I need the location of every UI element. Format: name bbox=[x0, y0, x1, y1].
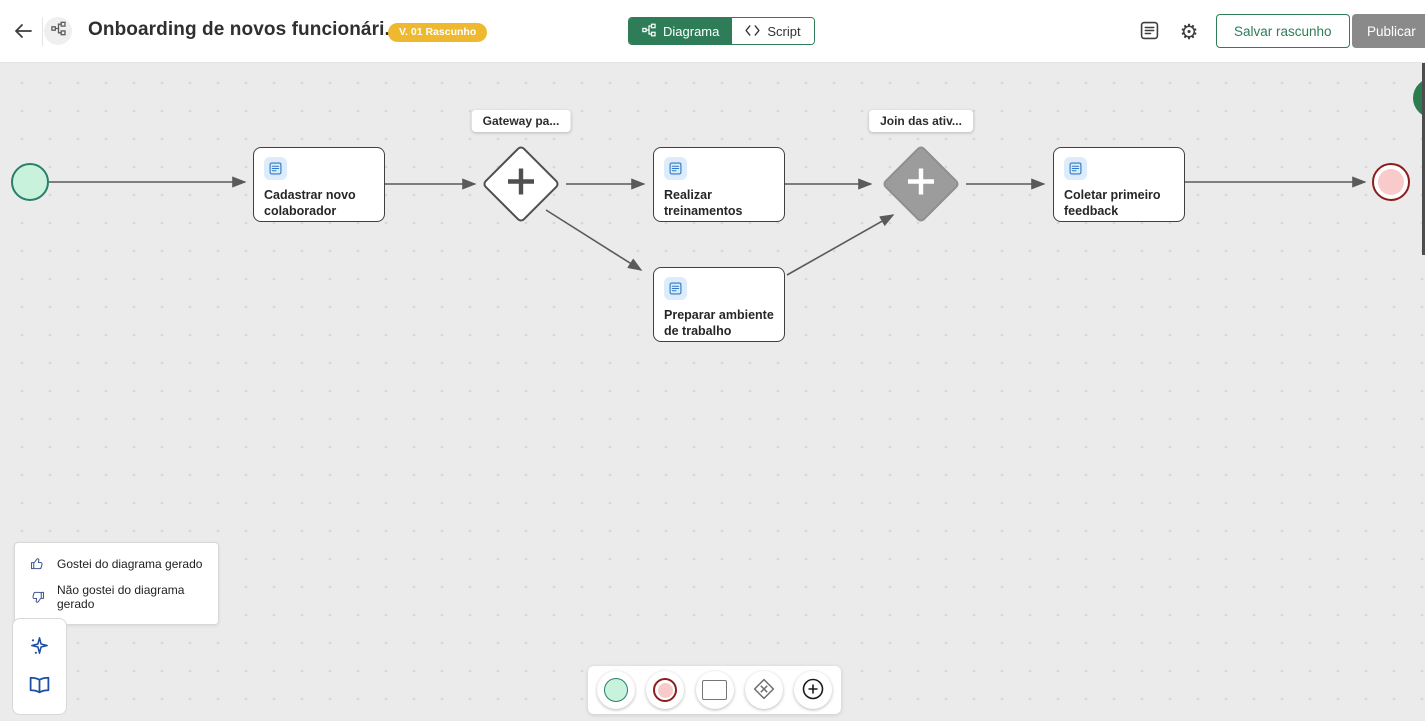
feedback-like-label: Gostei do diagrama gerado bbox=[57, 556, 203, 571]
left-tool-rail bbox=[12, 618, 67, 715]
start-event-icon bbox=[604, 678, 628, 702]
end-event-icon bbox=[653, 678, 678, 702]
gear-icon: ⚙ bbox=[1179, 19, 1199, 44]
feedback-like-button[interactable]: Gostei do diagrama gerado bbox=[15, 550, 218, 577]
task-label: Coletar primeiro feedback bbox=[1064, 188, 1161, 219]
ai-generate-button[interactable] bbox=[21, 628, 59, 666]
start-event-node[interactable] bbox=[11, 163, 49, 201]
plus-icon bbox=[903, 164, 939, 205]
plus-icon bbox=[503, 164, 539, 205]
task-form-icon bbox=[1064, 157, 1087, 180]
task-label: Preparar ambiente de trabalho bbox=[664, 308, 774, 339]
arrow-left-icon bbox=[13, 21, 33, 44]
parallel-gateway-node-selected[interactable] bbox=[881, 144, 961, 224]
thumb-down-icon bbox=[30, 590, 45, 605]
end-event-node[interactable] bbox=[1372, 163, 1410, 201]
tab-diagram[interactable]: Diagrama bbox=[629, 18, 733, 44]
tab-script[interactable]: Script bbox=[732, 18, 814, 44]
task-node[interactable]: Cadastrar novo colaborador bbox=[253, 147, 385, 222]
feedback-dislike-button[interactable]: Não gostei do diagrama gerado bbox=[15, 577, 218, 617]
workflow-nodes-icon bbox=[50, 21, 66, 41]
process-avatar bbox=[44, 17, 72, 45]
task-form-icon bbox=[264, 157, 287, 180]
open-book-icon bbox=[28, 673, 51, 699]
settings-button[interactable]: ⚙ bbox=[1177, 20, 1201, 44]
parallel-gateway-node[interactable] bbox=[481, 144, 561, 224]
plus-circle-icon bbox=[801, 677, 825, 704]
task-node[interactable]: Coletar primeiro feedback bbox=[1053, 147, 1185, 222]
workflow-nodes-icon bbox=[642, 23, 656, 40]
code-brackets-icon bbox=[745, 24, 760, 39]
palette-start-event-button[interactable] bbox=[597, 671, 635, 709]
end-event-fill bbox=[1378, 169, 1404, 195]
gateway-label[interactable]: Join das ativ... bbox=[869, 110, 973, 132]
task-form-icon bbox=[664, 277, 687, 300]
thumb-up-icon bbox=[30, 556, 45, 571]
save-draft-button[interactable]: Salvar rascunho bbox=[1216, 14, 1350, 48]
header-divider bbox=[42, 17, 43, 46]
diagram-feedback-panel: Gostei do diagrama gerado Não gostei do … bbox=[14, 542, 219, 625]
header-bar: Onboarding de novos funcionári... V. 01 … bbox=[0, 0, 1425, 63]
tab-script-label: Script bbox=[767, 23, 801, 39]
page-title: Onboarding de novos funcionári... bbox=[88, 19, 401, 40]
task-node[interactable]: Realizar treinamentos bbox=[653, 147, 785, 222]
palette-end-event-button[interactable] bbox=[646, 671, 685, 709]
palette-task-button[interactable] bbox=[695, 671, 734, 709]
feedback-dislike-label: Não gostei do diagrama gerado bbox=[57, 583, 185, 611]
tab-diagram-label: Diagrama bbox=[663, 23, 720, 39]
diamond-x-icon bbox=[752, 677, 776, 704]
gateway-label[interactable]: Gateway pa... bbox=[471, 110, 571, 132]
sparkles-icon bbox=[28, 634, 51, 660]
task-label: Realizar treinamentos bbox=[664, 188, 743, 219]
view-tab-group: Diagrama Script bbox=[628, 17, 815, 45]
document-lines-icon bbox=[1140, 21, 1159, 43]
task-form-icon bbox=[664, 157, 687, 180]
palette-gateway-button[interactable] bbox=[744, 671, 783, 709]
shape-palette bbox=[588, 666, 841, 714]
notes-button[interactable] bbox=[1137, 20, 1161, 44]
documentation-button[interactable] bbox=[21, 667, 59, 705]
diagram-canvas[interactable]: Cadastrar novo colaborador Gateway pa...… bbox=[0, 63, 1425, 721]
palette-add-button[interactable] bbox=[794, 671, 832, 709]
task-node[interactable]: Preparar ambiente de trabalho bbox=[653, 267, 785, 342]
version-badge: V. 01 Rascunho bbox=[388, 23, 488, 42]
task-label: Cadastrar novo colaborador bbox=[264, 188, 356, 219]
vertical-scrollbar-thumb[interactable] bbox=[1422, 63, 1425, 255]
publish-button[interactable]: Publicar bbox=[1352, 14, 1425, 48]
back-button[interactable] bbox=[8, 17, 38, 47]
task-shape-icon bbox=[702, 680, 727, 700]
